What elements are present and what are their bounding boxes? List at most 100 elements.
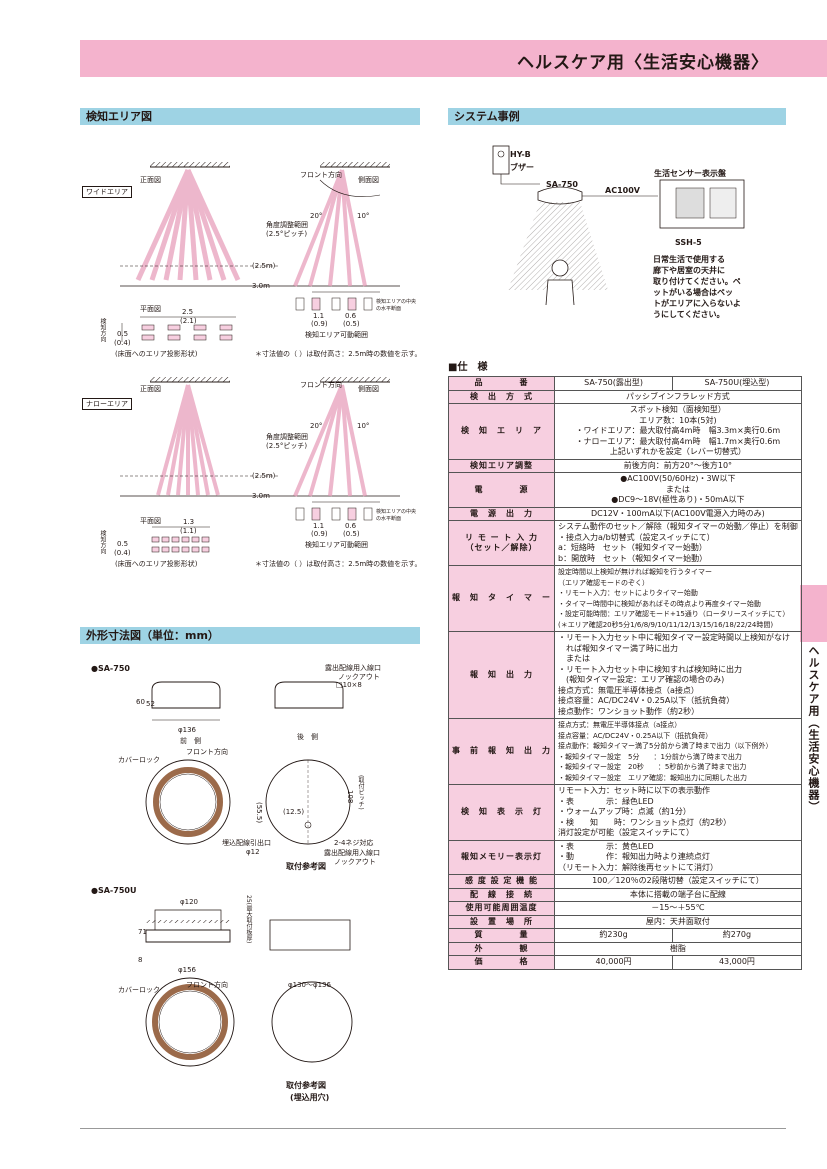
dim-52: 52 <box>146 700 155 708</box>
spec-row: 検 知 表 示 灯リモート入力：セット時に以下の表示動作・表 示：緑色LED・ウ… <box>448 784 802 841</box>
depth-2-label: (0.4) <box>114 339 131 347</box>
spec-cell: 本体に搭載の端子台に配線 <box>554 887 802 902</box>
movable-range-label: 検知エリア可動範囲 <box>305 331 368 339</box>
height-25-label-2: (2.5m) <box>252 472 276 480</box>
front-direction-dim-label: フロント方向 <box>186 748 228 756</box>
angle-pitch-label-2: (2.5°ピッチ) <box>266 442 308 450</box>
section-dimensions: 外形寸法図（単位：mm） <box>80 627 420 644</box>
angle-range-label-2: 角度調整範囲 <box>266 433 308 441</box>
spec-row-header: 検 出 方 式 <box>448 389 555 404</box>
angle-range-label: 角度調整範囲 <box>266 221 308 229</box>
dimension-svg <box>145 681 353 1067</box>
spec-row-header: 報知メモリー表示灯 <box>448 839 555 875</box>
spec-row-header: 外 観 <box>448 941 555 956</box>
front-view-label-2: 正面図 <box>140 385 161 393</box>
panel-label: 生活センサー表示盤 <box>654 169 726 178</box>
angle-10-label: 10° <box>357 212 370 220</box>
system-description: 日常生活で使用する 廊下や居室の天井に 取り付けてください。ペ ットがいる場合は… <box>653 255 741 319</box>
section-detection-area: 検知エリア図 <box>80 108 420 125</box>
spec-row: 検 知 エ リ アスポット検知（面検知型）エリア数：10本(5対)・ワイドエリア… <box>448 403 802 460</box>
angle-20-label-2: 20° <box>310 422 323 430</box>
hy-b-label: HY-B <box>510 150 531 159</box>
dim-71: 71 <box>138 928 147 936</box>
title-band: ヘルスケア用〈生活安心機器〉 <box>80 40 827 77</box>
mount-reference-label: 取付参考図 <box>286 862 326 871</box>
spec-cell: パッシブインフラレッド方式 <box>554 389 802 404</box>
spec-cell: SA-750(露出型) <box>553 376 674 391</box>
spec-row: 電 源●AC100V(50/60Hz)・3W以下または●DC9～18V(極性あり… <box>448 472 802 508</box>
sa750-dim-label: ●SA-750 <box>91 664 130 673</box>
area-center-label-2: 検知エリアの中央の水平断面 <box>376 509 417 522</box>
side-a-label-2: 1.1 <box>313 522 325 530</box>
front-side-label: 前 側 <box>180 737 201 745</box>
sa750-label: SA-750 <box>546 180 578 189</box>
phi12-label: φ12 <box>246 848 260 856</box>
ssh5-label: SSH-5 <box>675 238 702 247</box>
spec-cell: リモート入力：セット時に以下の表示動作・表 示：緑色LED・ウォームアップ時：点… <box>554 784 802 841</box>
dim-108: 108 <box>346 790 354 804</box>
spec-cell: 接点方式：無電圧半導体接点（a接点）接点容量：AC/DC24V・0.25A以下（… <box>554 718 802 785</box>
buzzer-shape <box>492 145 510 175</box>
spec-cell: 約230g <box>553 928 674 943</box>
front-direction-label: フロント方向 <box>300 171 342 179</box>
sensor-shape <box>537 186 583 205</box>
dimension-note: ＊寸法値の（ ）は取付高さ：2.5m時の数値を示す。 <box>255 350 422 358</box>
sa750u-dim-label: ●SA-750U <box>91 886 137 895</box>
dim-130-136: φ130～φ136 <box>288 981 331 989</box>
depth-label: 0.5 <box>117 330 129 338</box>
spec-cell: 43,000円 <box>672 955 802 970</box>
spec-row: 設 置 場 所屋内：天井面取付 <box>448 914 802 929</box>
floor-note-2: (床面へのエリア投影形状) <box>115 560 198 568</box>
side-b-label-2: 0.6 <box>345 522 357 530</box>
spec-row-header: 電 源 <box>448 472 555 508</box>
page-title: ヘルスケア用〈生活安心機器〉 <box>517 53 769 73</box>
spec-row: 報 知 タ イ マ ー設定時間以上検知が無ければ報知を行うタイマー（エリア確認モ… <box>448 565 802 632</box>
spec-cell: SA-750U(埋込型) <box>672 376 802 391</box>
footer-divider <box>80 1128 786 1129</box>
wide-width-2-label: (2.1) <box>180 317 197 325</box>
spec-cell: 設定時間以上検知が無ければ報知を行うタイマー（エリア確認モードのぞく）・リモート… <box>554 565 802 632</box>
spec-row-header: 感 度 設 定 機 能 <box>448 874 555 889</box>
spec-cell: 約270g <box>672 928 802 943</box>
depth-2-label-2: (0.4) <box>114 549 131 557</box>
rear-side-label: 後 側 <box>297 733 318 741</box>
spec-cell: 屋内：天井面取付 <box>554 914 802 929</box>
spec-cell: DC12V・100mA以下(AC100V電源入力時のみ) <box>554 506 802 521</box>
spec-row-header: 検 知 表 示 灯 <box>448 784 555 841</box>
spec-row-header: 電 源 出 力 <box>448 506 555 521</box>
angle-pitch-label: (2.5°ピッチ) <box>266 230 308 238</box>
angle-20-label: 20° <box>310 212 323 220</box>
height-30-label-2: 3.0m <box>252 492 270 500</box>
spec-row-header: 検知エリア調整 <box>448 458 555 473</box>
plan-view-label-2: 平面図 <box>140 517 161 525</box>
spec-row-header: 事 前 報 知 出 力 <box>448 718 555 785</box>
spec-row-header: 検 知 エ リ ア <box>448 403 555 460</box>
knockout-2-label: ノックアウト <box>334 858 376 866</box>
side-view-label: 側面図 <box>358 176 379 184</box>
mount-pitch-label: (取付ピッチ) <box>357 775 364 810</box>
spec-cell: ・リモート入力セット中に報知タイマー設定時間以上検知がなけ れば報知タイマー満了… <box>554 631 802 719</box>
spec-cell: スポット検知（面検知型）エリア数：10本(5対)・ワイドエリア：最大取付高4m時… <box>554 403 802 460</box>
plan-view-label: 平面図 <box>140 305 161 313</box>
screw-label: 2-4ネジ対応 <box>334 839 374 847</box>
wide-width-label: 2.5 <box>182 308 194 316</box>
sa750-front-shape <box>151 681 221 709</box>
spec-row-header: 配 線 接 続 <box>448 887 555 902</box>
dim-55-5: (55.5) <box>255 802 263 824</box>
spec-row: 事 前 報 知 出 力接点方式：無電圧半導体接点（a接点）接点容量：AC/DC2… <box>448 718 802 785</box>
side-tab-text: ヘルスケア用（生活安心機器） <box>807 645 820 813</box>
cover-lock-ring <box>153 767 223 837</box>
embed-hole-label: (埋込用穴) <box>290 1093 330 1102</box>
spec-cell: ・表 示：黄色LED・動 作：報知出力時より連続点灯（リモート入力：解除後再セッ… <box>554 839 802 875</box>
side-b2-label: (0.5) <box>343 320 360 328</box>
spec-row-header: 使用可能周囲温度 <box>448 901 555 916</box>
spec-row: 配 線 接 続本体に搭載の端子台に配線 <box>448 887 802 902</box>
max-board-thickness: 25(最大取付板厚) <box>245 895 252 944</box>
spec-cell: 100／120％の2段階切替（設定スイッチにて） <box>554 874 802 889</box>
side-a-label: 1.1 <box>313 312 325 320</box>
height-30-label: 3.0m <box>252 282 270 290</box>
angle-10-label-2: 10° <box>357 422 370 430</box>
